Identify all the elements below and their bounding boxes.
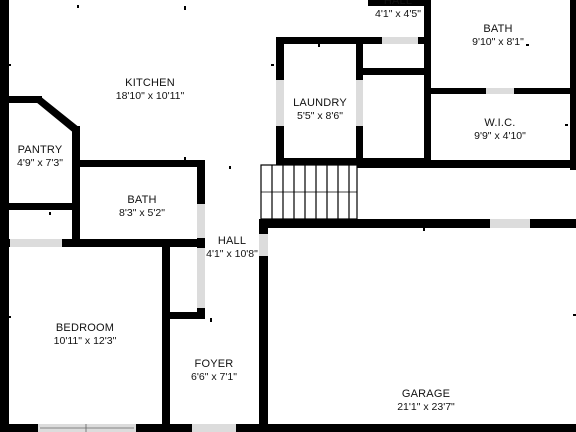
tick-marks xyxy=(8,5,576,332)
room-name: KITCHEN xyxy=(125,77,175,89)
window xyxy=(197,204,205,238)
wall xyxy=(424,0,431,166)
stairs xyxy=(260,164,358,220)
window xyxy=(10,239,62,247)
room-label-bath-top: BATH 9'10" x 8'1" xyxy=(472,23,524,49)
window xyxy=(486,88,514,94)
room-label-bath-mid: BATH 8'3" x 5'2" xyxy=(119,194,165,220)
room-label-wic: W.I.C. 9'9" x 4'10" xyxy=(474,117,526,143)
room-name: PANTRY xyxy=(17,144,63,156)
wall xyxy=(259,219,576,228)
wall xyxy=(259,222,268,432)
room-name: BEDROOM xyxy=(55,322,115,334)
room-name: LAUNDRY xyxy=(293,97,347,109)
room-dims: 9'9" x 4'10" xyxy=(474,130,526,142)
room-dims: 9'10" x 8'1" xyxy=(472,36,524,48)
room-dims: 4'1" x 4'5" xyxy=(375,8,421,20)
room-name: HALL xyxy=(383,0,413,7)
room-label-bedroom: BEDROOM 10'11" x 12'3" xyxy=(54,322,117,348)
room-name: W.I.C. xyxy=(484,117,516,129)
room-dims: 8'3" x 5'2" xyxy=(119,207,165,219)
wall xyxy=(570,0,576,170)
room-label-pantry: PANTRY 4'9" x 7'3" xyxy=(17,144,63,170)
wall xyxy=(72,126,80,244)
room-label-kitchen: KITCHEN 18'10" x 10'11" xyxy=(116,77,185,103)
window xyxy=(192,424,236,432)
room-dims: 10'11" x 12'3" xyxy=(53,335,117,347)
room-dims: 4'1" x 10'8" xyxy=(206,248,258,260)
room-label-foyer: FOYER 6'6" x 7'1" xyxy=(191,358,237,384)
wall xyxy=(0,0,9,432)
wall xyxy=(36,96,80,134)
openings xyxy=(10,37,530,432)
wall xyxy=(0,203,80,210)
room-name: GARAGE xyxy=(401,388,451,400)
room-dims: 4'9" x 7'3" xyxy=(17,157,63,169)
room-label-garage: GARAGE 21'1" x 23'7" xyxy=(397,388,455,414)
room-label-hall-mid: HALL 4'1" x 10'8" xyxy=(206,235,258,261)
wall xyxy=(162,312,205,319)
wall xyxy=(368,0,428,6)
window xyxy=(276,80,284,126)
room-name: BATH xyxy=(483,23,513,35)
room-dims: 21'1" x 23'7" xyxy=(397,401,455,413)
room-dims: 5'5" x 8'6" xyxy=(297,110,343,122)
room-name: HALL xyxy=(217,235,247,247)
wall xyxy=(276,158,431,166)
window xyxy=(259,234,268,256)
room-name: BATH xyxy=(127,194,157,206)
window xyxy=(490,219,530,228)
wall xyxy=(0,96,42,103)
room-name: FOYER xyxy=(194,358,234,370)
wall xyxy=(356,160,576,168)
room-label-hall-top: HALL 4'1" x 4'5" xyxy=(375,0,421,21)
room-dims: 18'10" x 10'11" xyxy=(115,90,185,102)
wall xyxy=(72,160,205,167)
wall xyxy=(0,239,205,247)
window-lines xyxy=(40,424,134,432)
window xyxy=(197,248,205,308)
wall xyxy=(0,424,576,432)
wall xyxy=(162,239,170,432)
window xyxy=(382,37,418,44)
wall xyxy=(356,68,431,75)
room-label-laundry: LAUNDRY 5'5" x 8'6" xyxy=(293,97,347,123)
window xyxy=(356,80,363,126)
room-dims: 6'6" x 7'1" xyxy=(191,371,237,383)
wall xyxy=(276,37,431,44)
wall xyxy=(197,160,205,244)
